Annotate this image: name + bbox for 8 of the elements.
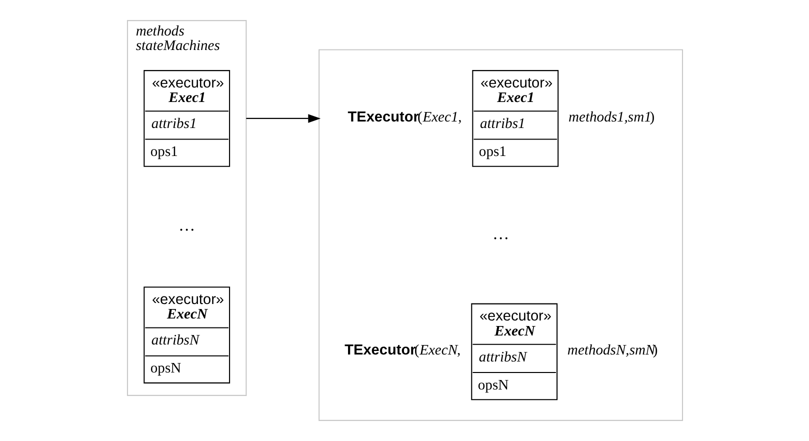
cluster (318, 49, 683, 421)
node-label: TExecutor(Exec1, (347, 109, 462, 126)
arrow (246, 114, 320, 123)
node-label: methodsN,smN) (566, 342, 658, 359)
label: … (178, 216, 195, 235)
node-label: methods1,sm1) (568, 109, 654, 126)
node-label: TExecutor(ExecN, (344, 342, 460, 359)
label: … (492, 224, 509, 244)
